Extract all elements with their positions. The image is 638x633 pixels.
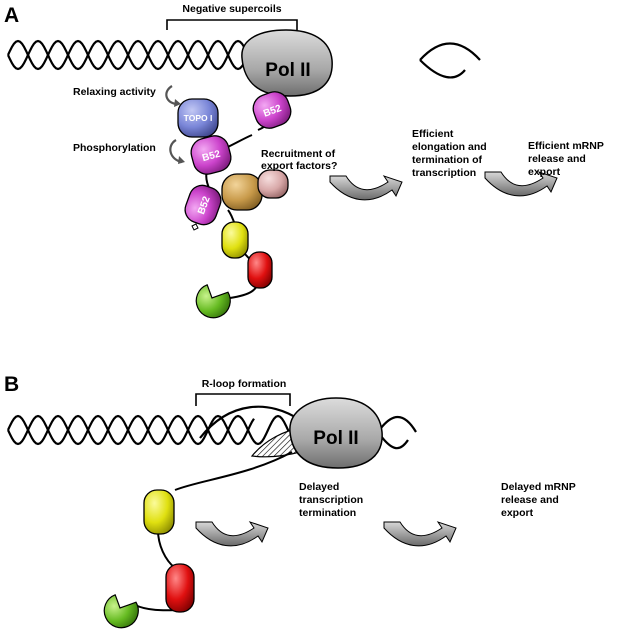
dna-strand-b1 <box>7 414 301 446</box>
efficient-release-label: Efficient mRNP release and export <box>528 140 607 178</box>
recruitment-line-2: export factors? <box>261 160 337 172</box>
flow-arrow-b2 <box>383 521 457 547</box>
recruitment-label: Recruitment of export factors? <box>261 148 338 172</box>
panel-b-letter: B <box>4 373 19 396</box>
green-factor-a <box>195 284 231 319</box>
recruitment-line-1: Recruitment of <box>261 148 336 160</box>
dna-tail-a <box>419 42 481 79</box>
panel-a: A Negative supercoils Pol II B52 TOPO I <box>4 3 607 319</box>
yellow-factor-b <box>143 489 175 535</box>
supercoil-bracket <box>166 19 298 30</box>
delayed-release-line-2: release and <box>501 494 559 506</box>
flow-arrow-a1 <box>329 175 403 201</box>
efficient-release-line-2: release and <box>528 153 586 165</box>
phosphorylation-label: Phosphorylation <box>73 142 156 154</box>
topo-i: TOPO I <box>177 98 219 138</box>
efficient-elongation-line-1: Efficient <box>412 128 454 140</box>
topo-i-label: TOPO I <box>184 113 213 123</box>
export-factor-pink <box>257 169 289 199</box>
b52-middle-label: B52 <box>201 149 222 164</box>
panel-b: B R-loop formation Pol II Delayed transc… <box>4 373 578 629</box>
relaxing-arrowhead <box>174 99 181 107</box>
dna-helix-a <box>7 39 481 79</box>
delayed-termination-line-1: Delayed <box>299 481 339 493</box>
b52-lower: B52 <box>184 184 222 226</box>
delayed-termination-label: Delayed transcription termination <box>299 481 366 519</box>
yellow-factor-a <box>221 221 249 259</box>
phosphorylation-arrowhead <box>178 156 185 164</box>
pol-ii-a <box>241 29 333 97</box>
efficient-release-line-1: Efficient mRNP <box>528 140 604 152</box>
rloop-strand <box>199 405 301 439</box>
r-loop-formation-label: R-loop formation <box>202 378 287 390</box>
red-factor-a <box>247 251 273 289</box>
delayed-release-line-1: Delayed mRNP <box>501 481 576 493</box>
efficient-elongation-line-3: termination of <box>412 154 483 166</box>
delayed-termination-line-2: transcription <box>299 494 363 506</box>
export-factor-orange <box>221 173 263 211</box>
red-factor-b <box>165 563 195 613</box>
dna-strand-b2 <box>7 414 255 446</box>
delayed-release-line-3: export <box>501 507 534 519</box>
pol-ii-b <box>289 397 383 469</box>
efficient-elongation-line-4: transcription <box>412 167 476 179</box>
flow-arrow-a2 <box>484 171 558 197</box>
b52-upper: B52 <box>252 91 292 129</box>
green-factor-b <box>103 594 139 629</box>
delayed-release-label: Delayed mRNP release and export <box>501 481 578 519</box>
dna-strand-a2 <box>7 39 251 71</box>
pol-ii-label-a: Pol II <box>265 60 310 81</box>
relaxing-activity-label: Relaxing activity <box>73 86 156 98</box>
efficient-elongation-label: Efficient elongation and termination of … <box>412 128 490 179</box>
negative-supercoils-label: Negative supercoils <box>182 3 281 15</box>
flow-arrow-b1 <box>195 521 269 547</box>
delayed-termination-line-3: termination <box>299 507 356 519</box>
rloop-bracket <box>195 393 291 406</box>
b52-middle: B52 <box>190 135 232 175</box>
efficient-elongation-line-2: elongation and <box>412 141 487 153</box>
dna-tail-b <box>377 415 417 450</box>
panel-a-letter: A <box>4 4 19 27</box>
phosphate-mark <box>191 223 199 231</box>
efficient-release-line-3: export <box>528 166 561 178</box>
pol-ii-label-b: Pol II <box>313 428 358 449</box>
